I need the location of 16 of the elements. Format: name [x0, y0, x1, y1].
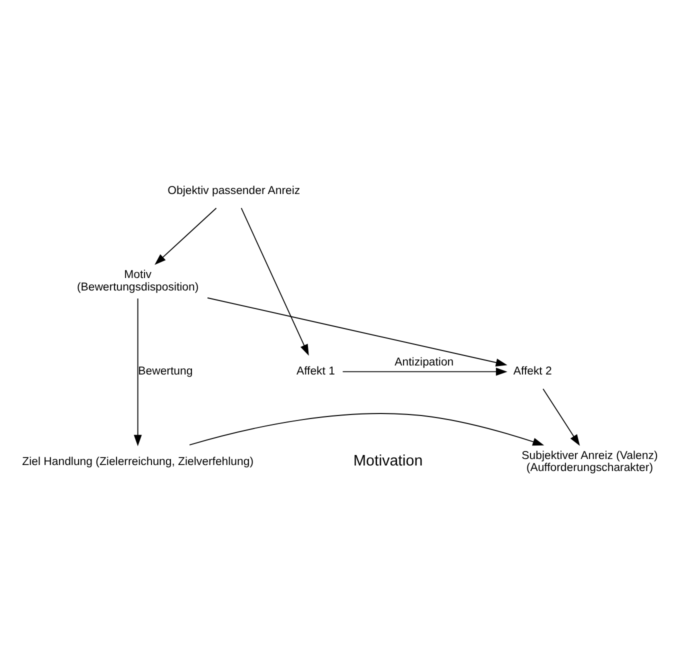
edge-label: Bewertung	[138, 366, 193, 378]
label: Motivation	[353, 452, 423, 470]
edge-label: Antizipation	[394, 356, 454, 369]
node-text: Ziel Handlung (Zielerreichung, Zielverfehlung)	[22, 456, 254, 468]
node-text: Subjektiver Anreiz (Valenz) (Aufforderungscharakter)	[522, 450, 658, 474]
node-text: Affekt 2	[513, 366, 552, 378]
arrow	[542, 388, 580, 446]
arrow	[134, 298, 142, 446]
node-text: Objektiv passender Anreiz	[168, 184, 300, 197]
arrow	[207, 297, 508, 366]
node-text: Affekt 1	[296, 366, 335, 378]
arrow	[342, 368, 508, 376]
arrow	[189, 413, 544, 446]
arrow	[240, 208, 309, 356]
node-text: Motiv (Bewertungsdisposition)	[76, 269, 199, 294]
arrow	[154, 208, 217, 265]
